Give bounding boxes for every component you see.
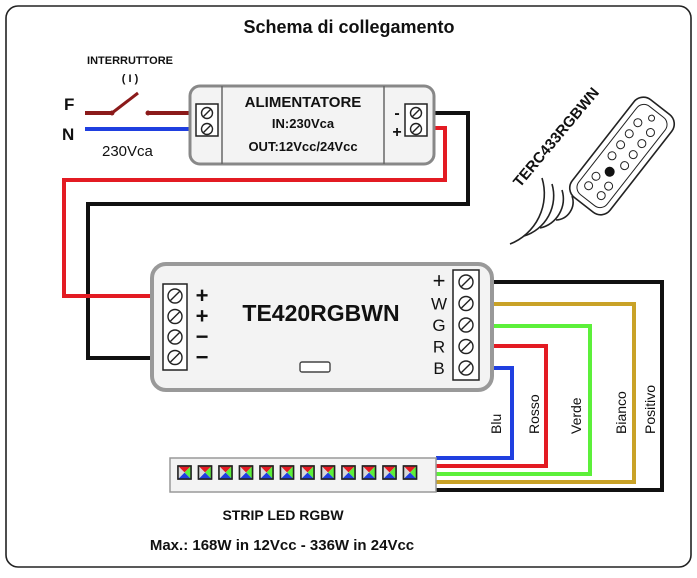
wire-blu bbox=[436, 366, 514, 460]
led-strip bbox=[169, 457, 437, 493]
led-chip-icon bbox=[177, 465, 192, 480]
screw-icon bbox=[458, 338, 474, 355]
controller-led-window bbox=[299, 361, 331, 373]
led-chip-icon bbox=[259, 465, 274, 480]
screw-icon bbox=[200, 106, 214, 120]
phase-label: F bbox=[64, 95, 74, 114]
wire-label-blu: Blu bbox=[488, 414, 504, 434]
power-supply-box bbox=[188, 84, 436, 166]
led-chip-icon bbox=[197, 465, 213, 480]
screw-icon bbox=[409, 122, 423, 136]
strip-max-power: Max.: 168W in 12Vcc - 336W in 24Vcc bbox=[150, 537, 414, 554]
led-chip-icon bbox=[300, 465, 315, 480]
switch-label: INTERRUTTORE bbox=[87, 55, 173, 67]
screw-icon bbox=[409, 106, 423, 120]
remote-icon bbox=[568, 96, 676, 216]
controller-output-label: B bbox=[433, 359, 444, 378]
wire-rosso bbox=[436, 344, 548, 468]
led-chip-icon bbox=[279, 465, 295, 480]
screw-icon bbox=[167, 349, 183, 366]
wire-verde bbox=[436, 324, 592, 476]
led-chip-icon bbox=[238, 465, 254, 480]
wire-label-bianco: Bianco bbox=[613, 391, 629, 434]
strip-label: STRIP LED RGBW bbox=[222, 507, 344, 523]
led-chip-icon bbox=[382, 465, 397, 480]
controller-output-label: W bbox=[431, 295, 447, 314]
led-chip-icon bbox=[361, 465, 377, 480]
switch-icon bbox=[109, 91, 151, 116]
controller-model: TE420RGBWN bbox=[242, 300, 399, 326]
led-chip-icon bbox=[218, 465, 233, 480]
screw-icon bbox=[458, 360, 474, 376]
screw-icon bbox=[458, 274, 474, 290]
power-supply: ALIMENTATORE IN:230Vca OUT:12Vcc/24Vcc -… bbox=[188, 84, 436, 166]
switch-symbol: ( I ) bbox=[122, 73, 139, 85]
wire-label-verde: Verde bbox=[568, 397, 584, 434]
controller-input-sign: − bbox=[196, 345, 209, 370]
controller-input-sign: + bbox=[196, 304, 209, 329]
psu-output: OUT:12Vcc/24Vcc bbox=[248, 139, 357, 154]
controller-box bbox=[150, 262, 494, 392]
controller-output-label: + bbox=[433, 268, 446, 293]
screw-icon bbox=[167, 308, 183, 325]
wire-label-rosso: Rosso bbox=[526, 394, 542, 434]
wire-positivo bbox=[436, 280, 664, 492]
wire-negative bbox=[86, 111, 470, 360]
psu-name: ALIMENTATORE bbox=[245, 94, 362, 111]
controller-input-sign: + bbox=[196, 283, 209, 308]
psu-input: IN:230Vca bbox=[272, 116, 335, 131]
led-chip-icon bbox=[341, 465, 356, 480]
screw-icon bbox=[167, 288, 183, 304]
psu-plus-label: + bbox=[392, 124, 401, 141]
wire-positive bbox=[62, 126, 447, 298]
controller-input-sign: − bbox=[196, 324, 209, 349]
psu-minus-label: - bbox=[394, 105, 399, 122]
neutral-label: N bbox=[62, 125, 74, 144]
screw-icon bbox=[458, 295, 474, 312]
screw-icon bbox=[458, 317, 474, 333]
wires bbox=[62, 111, 664, 492]
wire-bianco bbox=[436, 302, 636, 484]
led-chip-icon bbox=[320, 465, 336, 480]
voltage-label: 230Vca bbox=[102, 143, 154, 160]
led-chip-icon bbox=[402, 465, 418, 480]
wire-label-positivo: Positivo bbox=[642, 385, 658, 434]
controller-output-label: G bbox=[432, 316, 445, 335]
controller-output-label: R bbox=[433, 338, 445, 357]
screw-icon bbox=[200, 122, 214, 136]
diagram-title: Schema di collegamento bbox=[243, 17, 454, 37]
screw-icon bbox=[167, 329, 183, 345]
signal-waves-icon bbox=[509, 177, 574, 245]
